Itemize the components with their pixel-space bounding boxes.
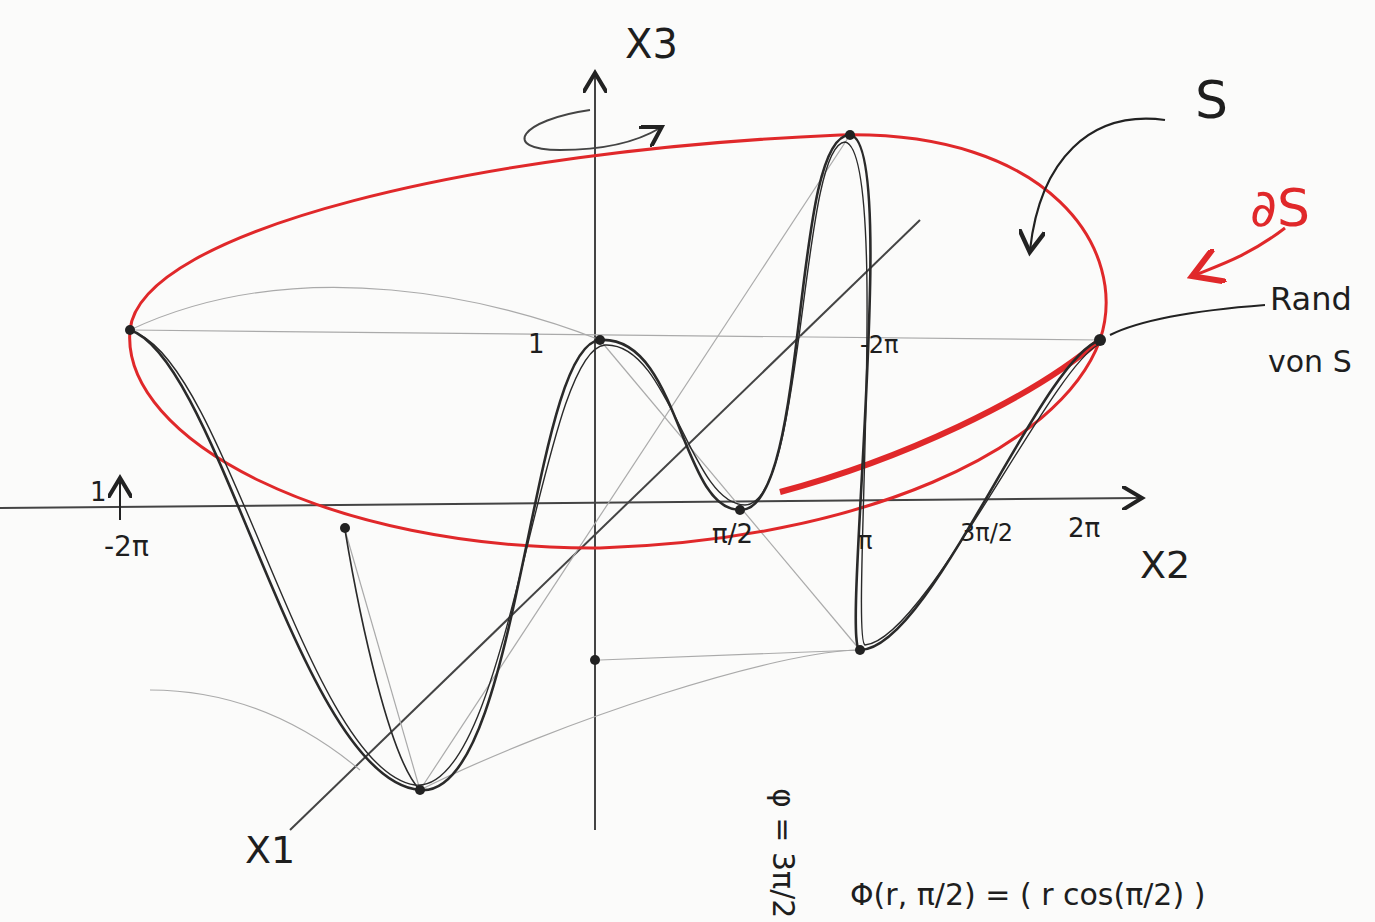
sketch-label: von S	[1268, 345, 1352, 378]
sketch-label: π/2	[712, 520, 753, 549]
surface-edge	[130, 135, 1100, 790]
sketch-label: -2π	[104, 532, 149, 563]
sketch-label: X3	[625, 22, 678, 66]
sketch-label: ∂S	[1250, 180, 1310, 237]
sketch-label: X2	[1140, 545, 1190, 587]
sketch-label: π	[858, 528, 872, 554]
sketch-label: Rand	[1270, 282, 1352, 317]
boundary-highlight	[780, 340, 1100, 492]
x2-axis	[0, 498, 1140, 508]
leader-arrow	[1030, 119, 1165, 250]
sketch-label: 2π	[1068, 514, 1100, 543]
sketch-label: 1	[90, 478, 107, 507]
sketch-label: X1	[245, 830, 295, 872]
sketch-label: φ = 3π/2	[767, 788, 800, 918]
sketch-label: 3π/2	[960, 520, 1013, 546]
sketch-label: 1	[528, 330, 545, 359]
sketch-label: -2π	[860, 332, 898, 358]
rotation-arrow	[524, 110, 660, 150]
sketch-label: Φ(r, π/2) = ( r cos(π/2) )	[850, 878, 1205, 911]
leader-line	[1110, 305, 1265, 335]
sketch-label: S	[1195, 72, 1228, 129]
